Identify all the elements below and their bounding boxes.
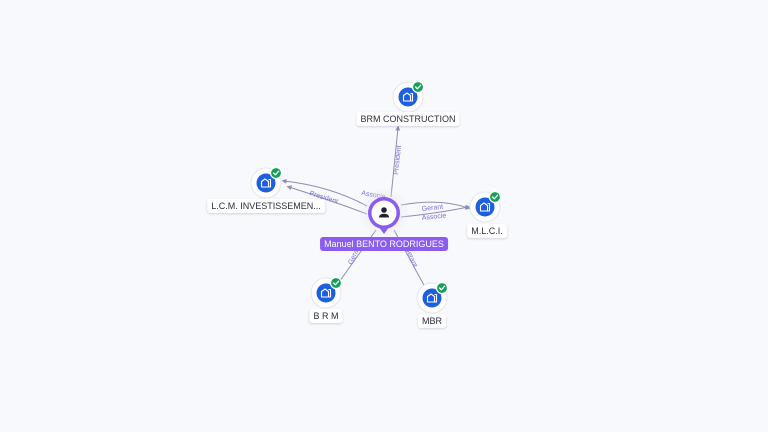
edge-label-brm-construction: President xyxy=(393,145,403,175)
person-name-label[interactable]: Manuel BENTO RODRIGUES xyxy=(320,237,448,251)
company-label-brm[interactable]: B R M xyxy=(309,309,343,323)
company-label-lcm[interactable]: L.C.M. INVESTISSEMEN... xyxy=(207,199,325,213)
person-icon xyxy=(379,207,389,218)
edge-to-mlci-gerant xyxy=(400,201,471,210)
company-node-mbr[interactable] xyxy=(416,281,449,314)
edge-label-mlci-associe: Associe xyxy=(421,212,446,222)
company-label-mlci[interactable]: M.L.C.I. xyxy=(467,224,507,238)
company-node-mlci[interactable] xyxy=(469,190,502,223)
company-node-brm-construction[interactable] xyxy=(392,80,425,113)
person-node[interactable] xyxy=(360,189,408,237)
company-node-brm[interactable] xyxy=(310,276,343,309)
edge-to-mlci-associe xyxy=(400,205,471,218)
edge-to-lcm-president xyxy=(286,185,368,215)
company-label-brm-construction[interactable]: BRM CONSTRUCTION xyxy=(356,112,460,126)
edge-to-lcm-associe xyxy=(281,178,368,207)
edge-to-brm-construction xyxy=(390,125,401,198)
company-label-mbr[interactable]: MBR xyxy=(418,314,446,328)
edge-label-mlci-gerant: Gerant xyxy=(421,204,443,213)
company-node-lcm[interactable] xyxy=(250,166,283,199)
